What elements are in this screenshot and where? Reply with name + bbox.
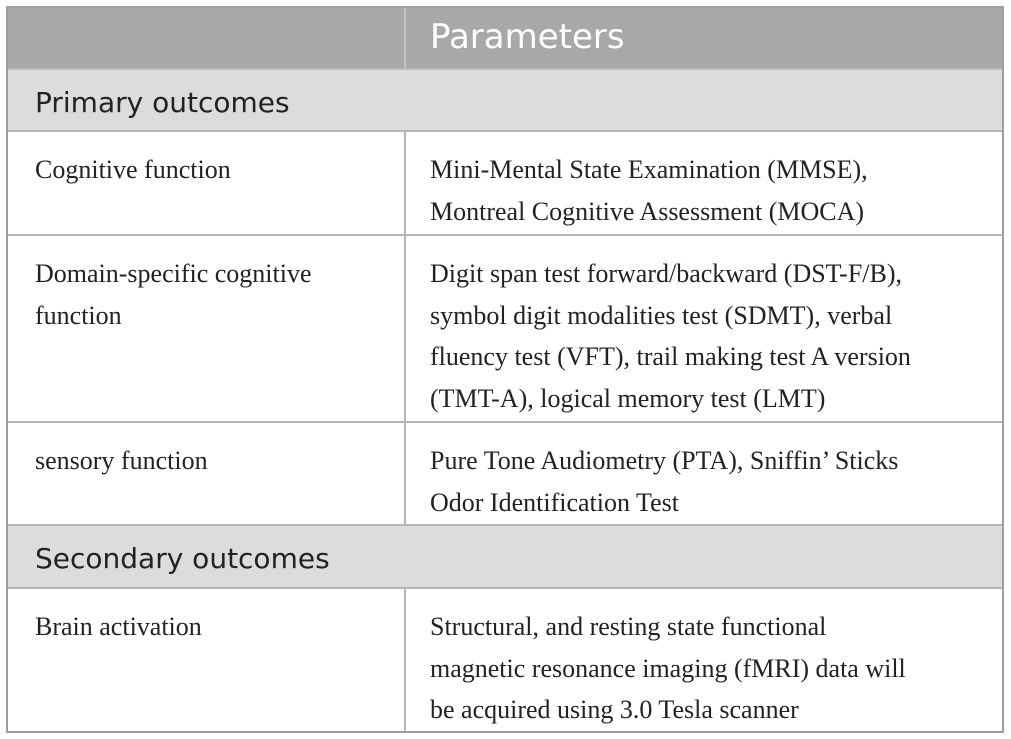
- outcome-name: Domain-specific cognitive function: [35, 259, 312, 330]
- outcome-cell: Brain activation: [8, 589, 404, 731]
- parameters-text: Structural, and resting state functional…: [430, 612, 906, 724]
- parameters-text: Pure Tone Audiometry (PTA), Sniffin’ Sti…: [430, 446, 899, 517]
- table-row: Cognitive function Mini-Mental State Exa…: [8, 132, 1002, 236]
- table-header-row: Parameters: [8, 8, 1002, 70]
- table-row: sensory function Pure Tone Audiometry (P…: [8, 423, 1002, 526]
- outcome-name: sensory function: [35, 446, 208, 475]
- outcome-name: Cognitive function: [35, 155, 231, 184]
- section-title: Primary outcomes: [35, 86, 290, 119]
- table-row: Domain-specific cognitive function Digit…: [8, 236, 1002, 423]
- header-cell-empty: [8, 8, 404, 68]
- table-row: Brain activation Structural, and resting…: [8, 589, 1002, 731]
- parameters-text: Digit span test forward/backward (DST-F/…: [430, 259, 911, 413]
- parameters-cell: Structural, and resting state functional…: [404, 589, 1002, 731]
- parameters-text: Mini-Mental State Examination (MMSE), Mo…: [430, 155, 868, 226]
- outcome-cell: sensory function: [8, 423, 404, 524]
- header-cell-parameters: Parameters: [404, 8, 1002, 68]
- header-col2-label: Parameters: [430, 17, 625, 57]
- section-row-primary: Primary outcomes: [8, 70, 1002, 132]
- outcome-name: Brain activation: [35, 612, 202, 641]
- outcome-cell: Domain-specific cognitive function: [8, 236, 404, 421]
- outcomes-table: Parameters Primary outcomes Cognitive fu…: [6, 6, 1004, 733]
- parameters-cell: Mini-Mental State Examination (MMSE), Mo…: [404, 132, 1002, 234]
- parameters-cell: Pure Tone Audiometry (PTA), Sniffin’ Sti…: [404, 423, 1002, 524]
- section-row-secondary: Secondary outcomes: [8, 526, 1002, 589]
- parameters-cell: Digit span test forward/backward (DST-F/…: [404, 236, 1002, 421]
- outcome-cell: Cognitive function: [8, 132, 404, 234]
- section-title: Secondary outcomes: [35, 542, 330, 575]
